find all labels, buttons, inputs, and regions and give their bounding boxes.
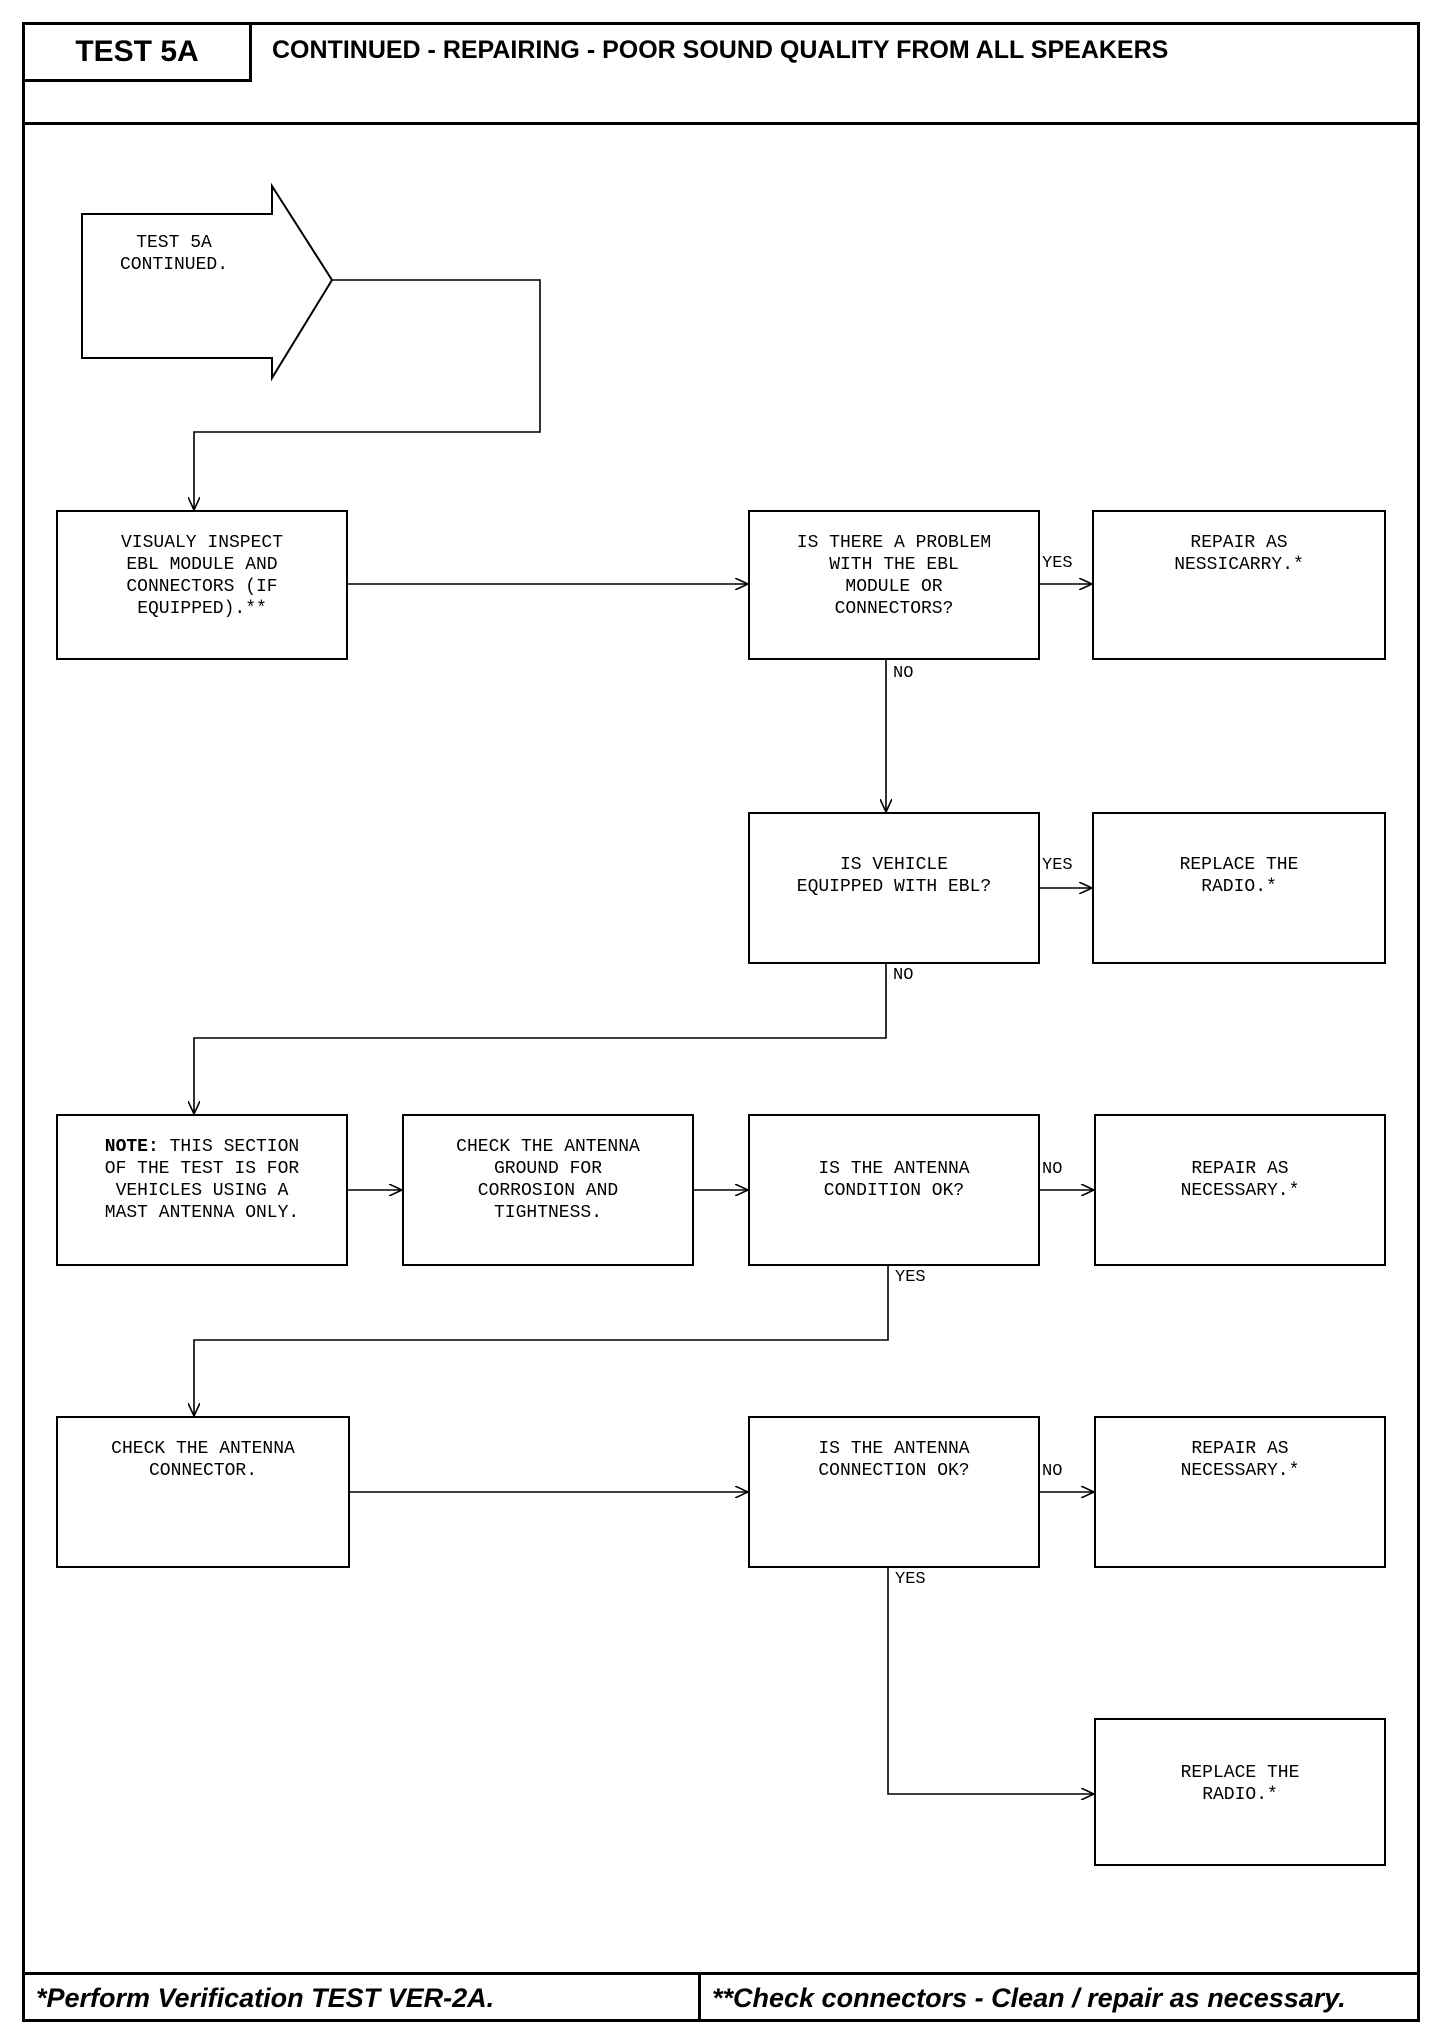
check-connector-box: CHECK THE ANTENNA CONNECTOR.: [56, 1416, 350, 1568]
note-box: NOTE: THIS SECTION OF THE TEST IS FOR VE…: [56, 1114, 348, 1266]
problem-ebl-decision: IS THERE A PROBLEM WITH THE EBL MODULE O…: [748, 510, 1040, 660]
yes-label-3: YES: [895, 1268, 926, 1287]
replace-radio-box-1: REPLACE THE RADIO.*: [1092, 812, 1386, 964]
test-label: TEST 5A: [22, 22, 252, 82]
no-label-2: NO: [893, 966, 914, 985]
connector-start: [194, 279, 541, 510]
start-arrow-shape: [81, 182, 334, 382]
no-label-1: NO: [893, 664, 914, 683]
page-title: CONTINUED - REPAIRING - POOR SOUND QUALI…: [272, 36, 1169, 64]
yes-label-1: YES: [1042, 554, 1073, 573]
visually-inspect-box: VISUALY INSPECT EBL MODULE AND CONNECTOR…: [56, 510, 348, 660]
footer-divider: [22, 1972, 1420, 1975]
no-label-4: NO: [1042, 1462, 1063, 1481]
connector-vehicle-no: [194, 964, 887, 1114]
header-divider: [22, 122, 1420, 125]
start-label: TEST 5A CONTINUED.: [119, 233, 229, 275]
connector-connection-yes: [887, 1568, 1094, 1794]
check-ground-box: CHECK THE ANTENNA GROUND FOR CORROSION A…: [402, 1114, 694, 1266]
repair-nessicarry-box: REPAIR AS NESSICARRY.*: [1092, 510, 1386, 660]
footer-left-note: *Perform Verification TEST VER-2A.: [36, 1983, 495, 2013]
yes-label-2: YES: [1042, 856, 1073, 875]
connector-condition-yes: [194, 1266, 889, 1416]
footer-right-note: **Check connectors - Clean / repair as n…: [712, 1983, 1346, 2013]
repair-necessary-box-1: REPAIR AS NECESSARY.*: [1094, 1114, 1386, 1266]
footer-split: [698, 1972, 701, 2022]
page-frame: [22, 22, 1420, 2022]
vehicle-ebl-decision: IS VEHICLE EQUIPPED WITH EBL?: [748, 812, 1040, 964]
repair-necessary-box-2: REPAIR AS NECESSARY.*: [1094, 1416, 1386, 1568]
antenna-connection-decision: IS THE ANTENNA CONNECTION OK?: [748, 1416, 1040, 1568]
replace-radio-box-2: REPLACE THE RADIO.*: [1094, 1718, 1386, 1866]
note-text: THIS SECTION OF THE TEST IS FOR VEHICLES…: [104, 1137, 300, 1223]
note-label: NOTE:: [104, 1137, 159, 1157]
antenna-condition-decision: IS THE ANTENNA CONDITION OK?: [748, 1114, 1040, 1266]
no-label-3: NO: [1042, 1160, 1063, 1179]
yes-label-4: YES: [895, 1570, 926, 1589]
